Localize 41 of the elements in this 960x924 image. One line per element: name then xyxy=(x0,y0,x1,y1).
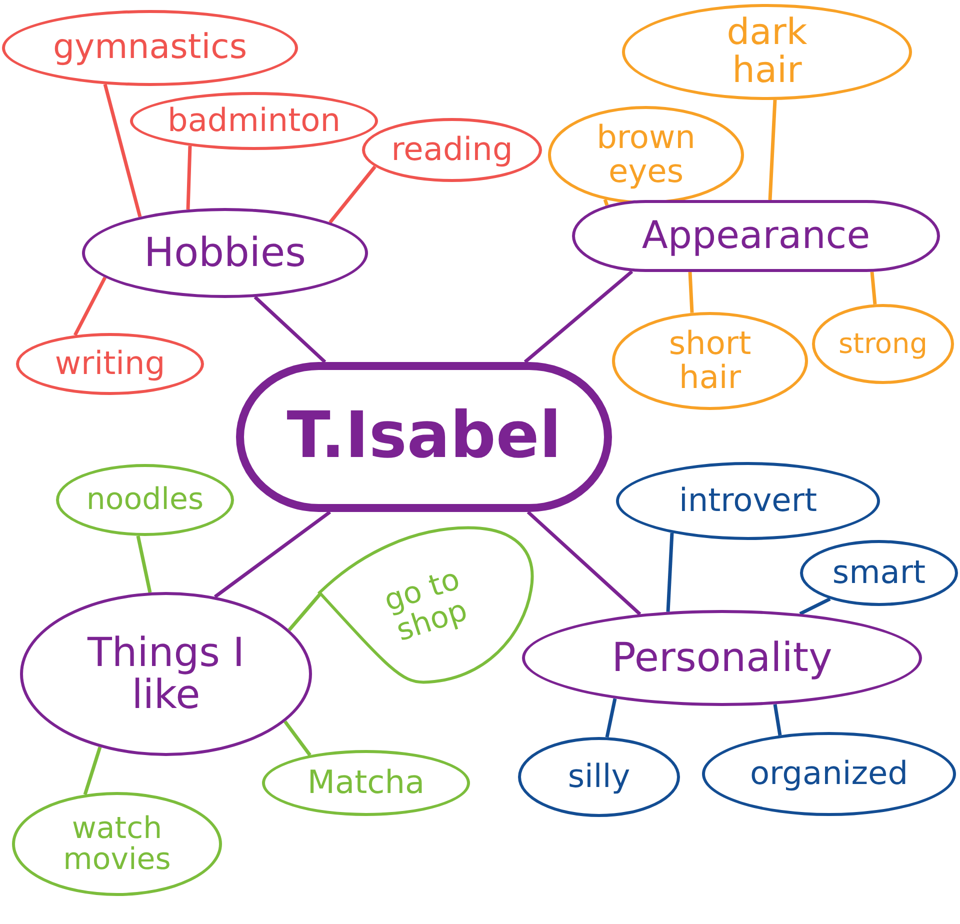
topic-label: Appearance xyxy=(642,216,870,256)
subtopic-label: gymnastics xyxy=(52,30,248,66)
connector-line xyxy=(870,272,877,304)
connector-line xyxy=(773,704,782,736)
subtopic-label: watch movies xyxy=(62,812,172,876)
subtopic-label: short hair xyxy=(668,327,752,395)
subtopic-label: Matcha xyxy=(307,766,425,800)
connector-line xyxy=(328,166,376,224)
connector-line xyxy=(768,100,777,200)
connector-line xyxy=(214,510,332,598)
connector-line xyxy=(73,276,107,336)
connector-line xyxy=(103,84,142,218)
connector-line xyxy=(605,698,617,738)
subtopic-label: go to shop xyxy=(379,560,472,650)
subtopic-label: dark hair xyxy=(726,14,808,90)
connector-line xyxy=(186,146,192,210)
topic-label: Personality xyxy=(612,637,832,679)
subtopic-label: noodles xyxy=(86,484,204,516)
connector-line xyxy=(799,597,831,616)
subtopic-label: organized xyxy=(750,757,908,791)
subtopic-label: smart xyxy=(832,556,926,590)
topic-label: Things I like xyxy=(86,632,246,716)
subtopic-label: reading xyxy=(391,133,513,167)
connector-line xyxy=(666,532,674,612)
connector-line xyxy=(284,720,312,756)
connector-line xyxy=(136,536,152,593)
subtopic-label: strong xyxy=(838,329,928,359)
connector-line xyxy=(526,510,642,616)
connector-line xyxy=(288,592,322,632)
topic-label: Hobbies xyxy=(144,232,306,274)
connector-line xyxy=(254,296,326,364)
subtopic-label: badminton xyxy=(168,104,340,138)
subtopic-label: writing xyxy=(54,347,166,381)
connector-line xyxy=(524,270,634,364)
subtopic-label: introvert xyxy=(678,484,818,518)
connector-line xyxy=(688,272,694,313)
connector-line xyxy=(83,746,102,796)
central-topic-label: T.Isabel xyxy=(286,403,562,471)
subtopic-label: brown eyes xyxy=(596,121,696,189)
connector-line xyxy=(603,198,609,206)
subtopic-label: silly xyxy=(568,760,630,794)
